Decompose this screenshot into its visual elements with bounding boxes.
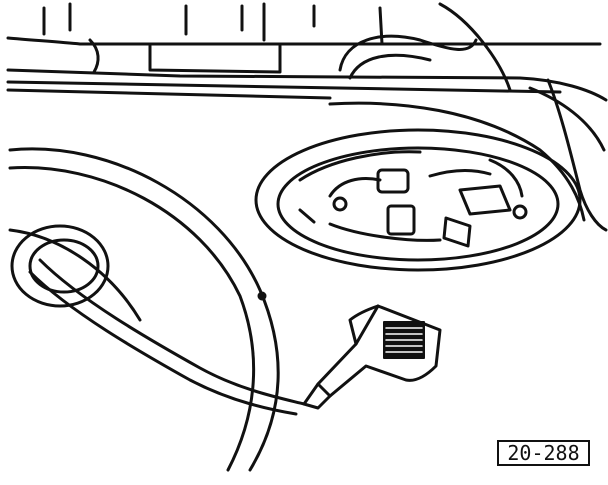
connector-plug bbox=[302, 304, 442, 410]
tank-opening bbox=[254, 128, 582, 272]
body-panel-right bbox=[328, 2, 608, 232]
upper-panel bbox=[6, 2, 608, 102]
grommet bbox=[10, 224, 110, 308]
figure-reference-number: 20-288 bbox=[497, 440, 590, 466]
seal-ring bbox=[8, 147, 280, 472]
cable bbox=[28, 258, 306, 416]
